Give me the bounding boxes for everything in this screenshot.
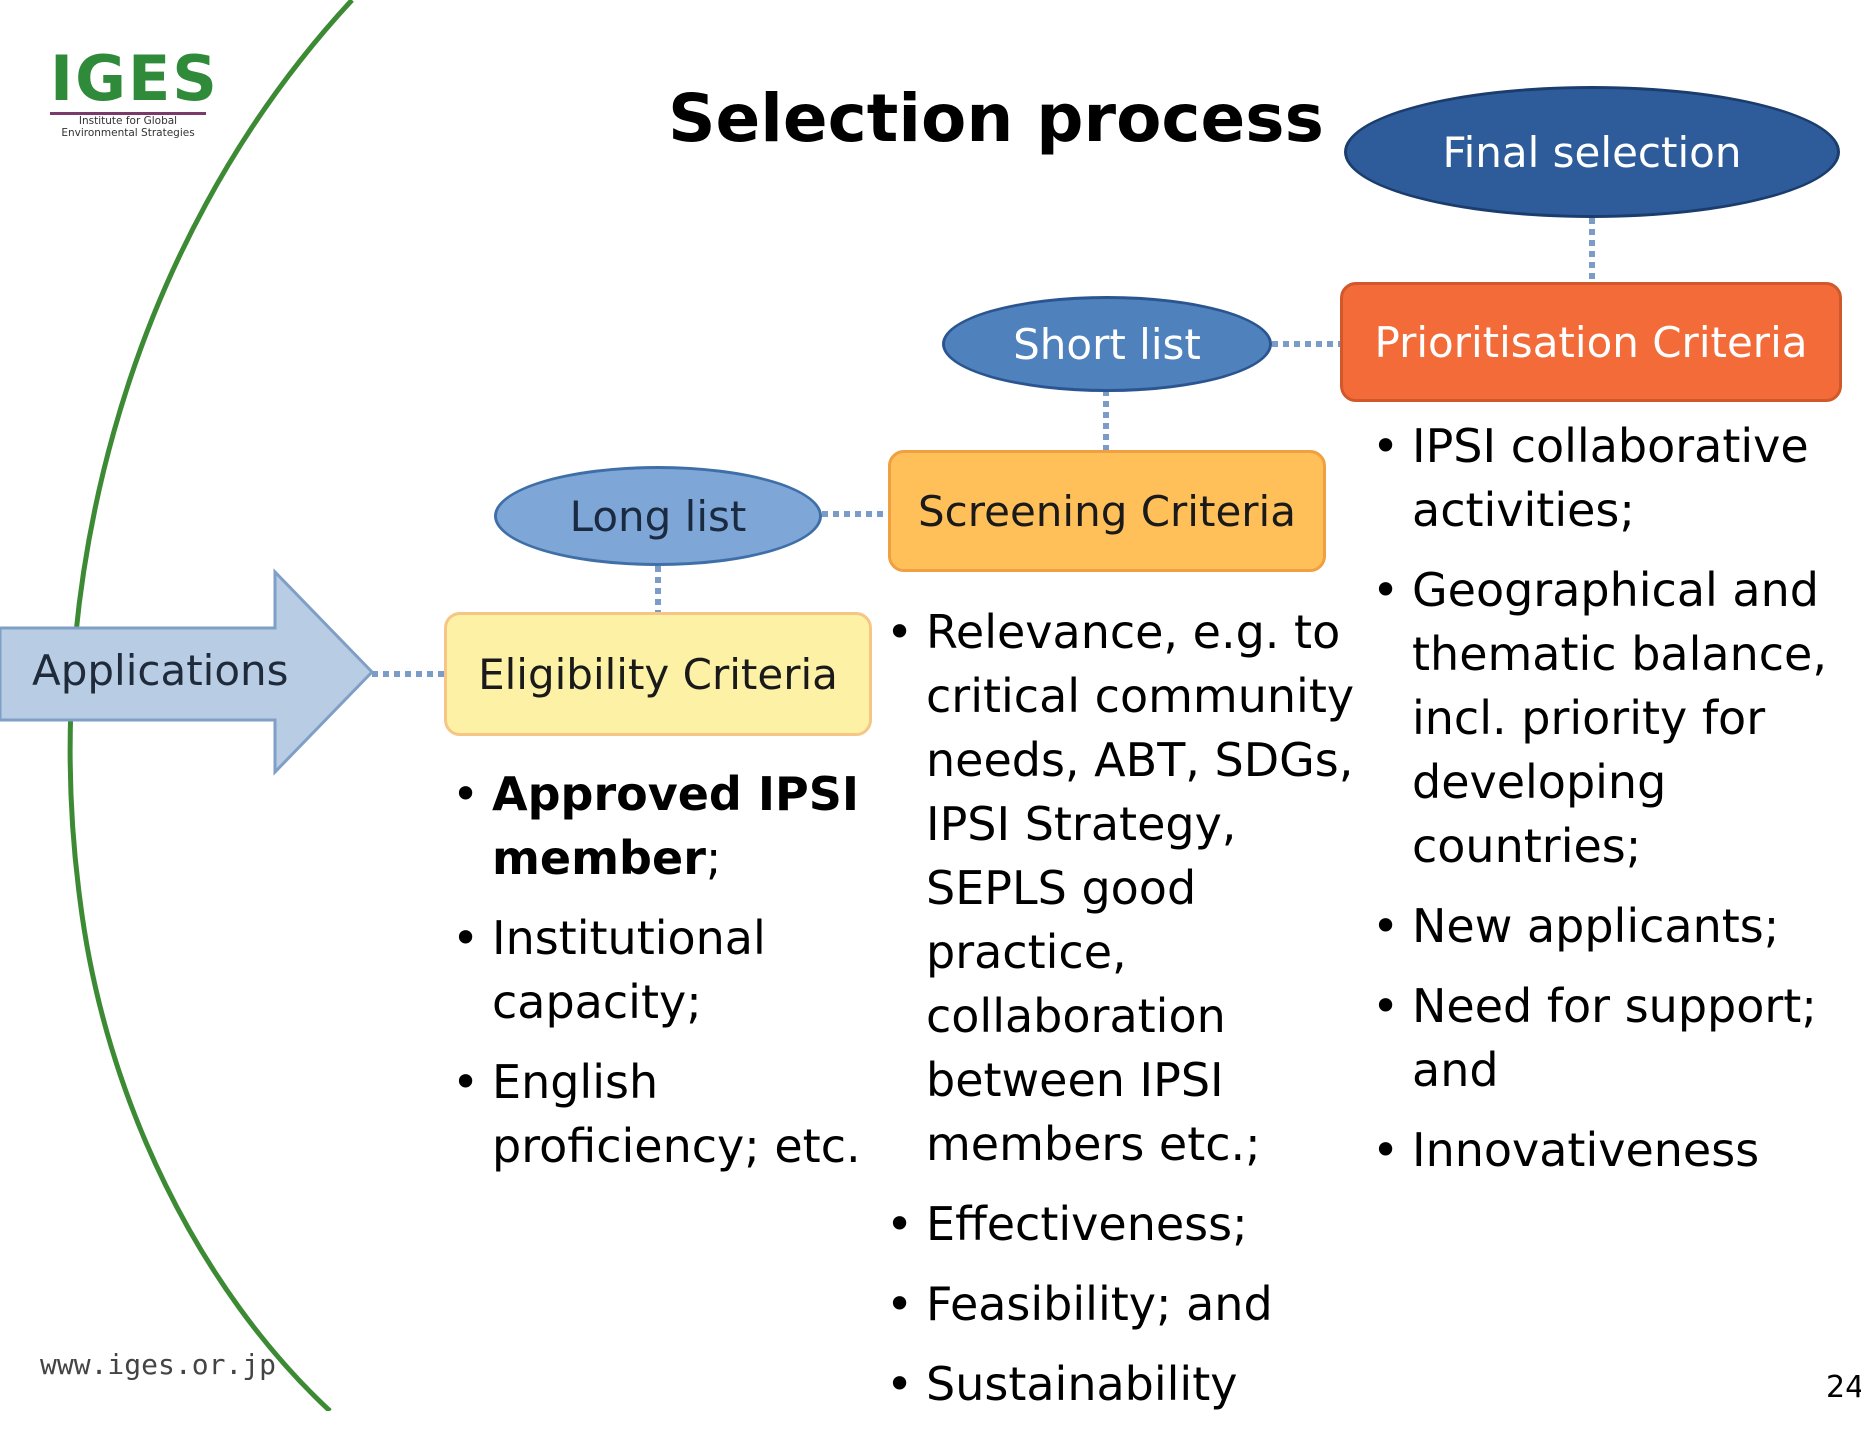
- short-list-label: Short list: [1013, 319, 1201, 369]
- eligibility-item-text: English proficiency; etc.: [492, 1055, 861, 1173]
- iges-logo: IGES Institute for Global Environmental …: [50, 42, 219, 139]
- screening-item: Relevance, e.g. to critical community ne…: [886, 600, 1366, 1176]
- eligibility-item: Institutional capacity;: [452, 906, 872, 1034]
- screening-criteria-label: Screening Criteria: [918, 486, 1296, 536]
- eligibility-item: English proficiency; etc.: [452, 1050, 872, 1178]
- screening-criteria-box: Screening Criteria: [888, 450, 1326, 572]
- logo-divider: [50, 112, 206, 115]
- green-arc: [67, 0, 354, 1411]
- eligibility-criteria-label: Eligibility Criteria: [478, 649, 838, 699]
- slide-title: Selection process: [668, 80, 1324, 157]
- eligibility-item-text: Institutional capacity;: [492, 911, 766, 1029]
- screening-criteria-list: Relevance, e.g. to critical community ne…: [886, 600, 1366, 1432]
- footer-url: www.iges.or.jp: [40, 1348, 277, 1381]
- prioritisation-item: IPSI collaborative activities;: [1372, 414, 1852, 542]
- final-selection-label: Final selection: [1442, 127, 1742, 177]
- eligibility-item-text: ;: [705, 831, 722, 885]
- prioritisation-item: Innovativeness: [1372, 1118, 1852, 1182]
- final-selection-ellipse: Final selection: [1344, 86, 1840, 218]
- logo-subtitle-line1: Institute for Global: [78, 115, 178, 127]
- prioritisation-item: Geographical and thematic balance, incl.…: [1372, 558, 1852, 878]
- eligibility-criteria-box: Eligibility Criteria: [444, 612, 872, 736]
- applications-arrow: [0, 568, 375, 776]
- page-number: 24: [1826, 1370, 1861, 1405]
- screening-item: Feasibility; and: [886, 1272, 1366, 1336]
- prioritisation-item: New applicants;: [1372, 894, 1852, 958]
- short-list-ellipse: Short list: [942, 296, 1272, 392]
- logo-wordmark: IGES: [50, 42, 219, 115]
- long-list-label: Long list: [569, 491, 747, 541]
- eligibility-item: Approved IPSI member;: [452, 762, 872, 890]
- applications-label: Applications: [32, 646, 289, 695]
- prioritisation-criteria-list: IPSI collaborative activities; Geographi…: [1372, 414, 1852, 1198]
- long-list-ellipse: Long list: [494, 466, 822, 566]
- screening-item: Effectiveness;: [886, 1192, 1366, 1256]
- prioritisation-criteria-box: Prioritisation Criteria: [1340, 282, 1842, 402]
- prioritisation-criteria-label: Prioritisation Criteria: [1374, 317, 1808, 367]
- prioritisation-item: Need for support; and: [1372, 974, 1852, 1102]
- logo-subtitle-line2: Environmental Strategies: [61, 127, 195, 139]
- screening-item: Sustainability: [886, 1352, 1366, 1416]
- eligibility-criteria-list: Approved IPSI member; Institutional capa…: [452, 762, 872, 1194]
- eligibility-item-bold: Approved IPSI member: [492, 767, 859, 885]
